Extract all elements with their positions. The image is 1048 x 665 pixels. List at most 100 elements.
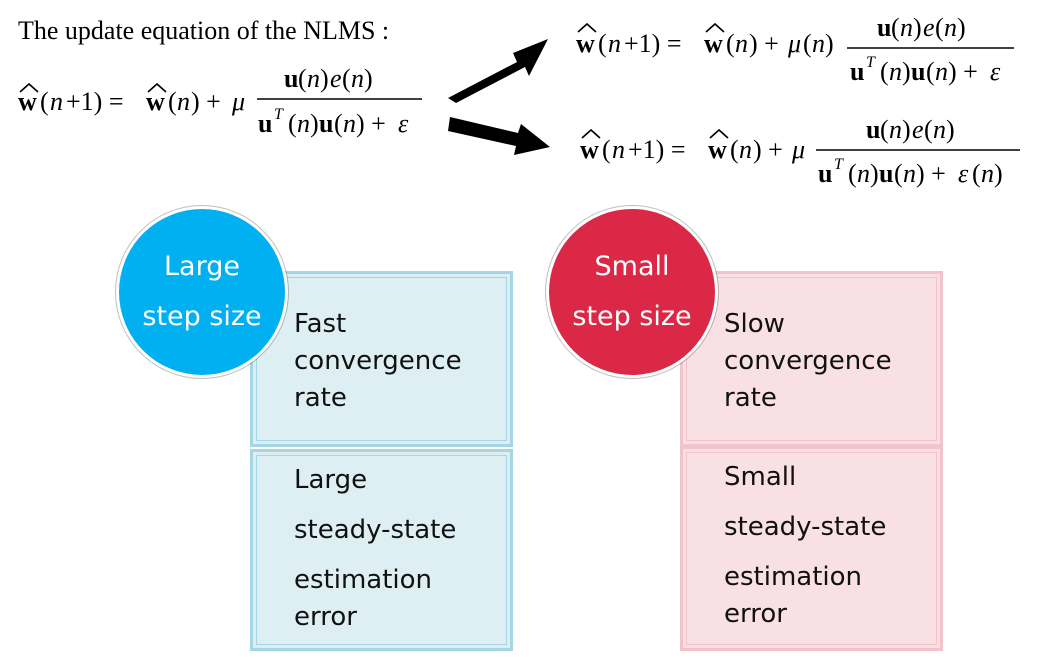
svg-text:u: u: [877, 13, 891, 42]
svg-text:(: (: [880, 57, 889, 86]
svg-text:(: (: [342, 64, 351, 93]
svg-text:(: (: [168, 87, 177, 116]
svg-text:u: u: [319, 109, 333, 138]
svg-text:) +: ) +: [753, 135, 783, 164]
svg-text:(: (: [598, 29, 607, 58]
svg-text:w: w: [576, 29, 595, 58]
svg-text:w: w: [18, 87, 37, 116]
svg-text:) +: ) +: [749, 29, 779, 58]
svg-text:u: u: [879, 159, 893, 188]
svg-text:): ): [870, 159, 879, 188]
svg-text:n: n: [903, 159, 916, 188]
svg-text:μ: μ: [791, 135, 805, 164]
svg-text:(: (: [924, 115, 933, 144]
small-convergence-text: Slow convergence rate: [724, 309, 892, 413]
svg-text:n: n: [351, 64, 364, 93]
svg-text:n: n: [177, 87, 190, 116]
large-convergence-text: Fast convergence rate: [294, 309, 462, 413]
svg-text:μ: μ: [231, 87, 245, 116]
svg-text:): ): [946, 115, 955, 144]
equation-bottom: w (n +1) = w (n) + μ u (n) e(n) u T (n) …: [580, 115, 1020, 188]
svg-text:T: T: [274, 106, 284, 123]
svg-text:(: (: [803, 29, 812, 58]
svg-text:): ): [902, 57, 911, 86]
svg-text:T: T: [866, 54, 876, 71]
small-error-text: Small steady-state estimation error: [724, 462, 887, 629]
svg-text:(: (: [972, 159, 981, 188]
svg-text:n: n: [812, 29, 825, 58]
svg-text:ε: ε: [958, 159, 969, 188]
svg-text:) +: ) +: [948, 57, 978, 86]
svg-text:): ): [825, 29, 834, 58]
svg-text:(: (: [891, 13, 900, 42]
svg-text:n: n: [889, 115, 902, 144]
svg-text:): ): [957, 13, 966, 42]
small-step-size-circle: Small step size: [546, 206, 718, 378]
svg-text:): ): [994, 159, 1003, 188]
svg-text:n: n: [612, 135, 625, 164]
equation-top: w (n +1) = w (n) + μ(n) u (n) e(n) u T (…: [576, 13, 1014, 86]
svg-text:): ): [320, 64, 329, 93]
svg-text:e: e: [330, 64, 342, 93]
svg-text:n: n: [981, 159, 994, 188]
svg-text:n: n: [944, 13, 957, 42]
svg-text:n: n: [935, 57, 948, 86]
svg-text:(: (: [880, 115, 889, 144]
svg-text:(: (: [40, 87, 49, 116]
svg-text:n: n: [857, 159, 870, 188]
svg-text:u: u: [911, 57, 925, 86]
svg-text:ε: ε: [398, 109, 409, 138]
svg-text:w: w: [580, 135, 599, 164]
svg-text:u: u: [284, 64, 298, 93]
svg-text:(: (: [926, 57, 935, 86]
svg-text:w: w: [704, 29, 723, 58]
svg-text:+1) =: +1) =: [66, 87, 123, 116]
svg-text:e: e: [912, 115, 924, 144]
svg-text:μ: μ: [787, 29, 801, 58]
svg-text:) +: ) +: [356, 109, 386, 138]
large-step-size-circle: Large step size: [116, 206, 288, 378]
svg-text:) +: ) +: [916, 159, 946, 188]
svg-text:): ): [364, 64, 373, 93]
svg-text:): ): [913, 13, 922, 42]
svg-text:): ): [310, 109, 319, 138]
svg-text:(: (: [726, 29, 735, 58]
svg-text:(: (: [730, 135, 739, 164]
svg-text:n: n: [50, 87, 63, 116]
svg-text:u: u: [258, 109, 272, 138]
svg-text:n: n: [343, 109, 356, 138]
svg-text:) +: ) +: [191, 87, 221, 116]
svg-text:e: e: [923, 13, 935, 42]
arrow-up-icon: [448, 39, 548, 103]
large-convergence-box: [250, 271, 513, 447]
svg-text:+1) =: +1) =: [624, 29, 681, 58]
svg-text:n: n: [297, 109, 310, 138]
svg-text:(: (: [848, 159, 857, 188]
svg-text:n: n: [739, 135, 752, 164]
small-convergence-box: [680, 271, 943, 447]
svg-text:n: n: [307, 64, 320, 93]
svg-text:n: n: [900, 13, 913, 42]
svg-text:): ): [902, 115, 911, 144]
svg-text:u: u: [850, 57, 864, 86]
svg-text:ε: ε: [990, 57, 1001, 86]
svg-text:n: n: [735, 29, 748, 58]
svg-text:u: u: [866, 115, 880, 144]
svg-text:n: n: [889, 57, 902, 86]
svg-text:(: (: [602, 135, 611, 164]
svg-text:u: u: [818, 159, 832, 188]
svg-text:(: (: [894, 159, 903, 188]
svg-text:w: w: [146, 87, 165, 116]
intro-text: The update equation of the NLMS :: [18, 16, 390, 45]
svg-text:(: (: [935, 13, 944, 42]
svg-text:T: T: [834, 156, 844, 173]
small-error-box: [680, 446, 943, 651]
svg-text:(: (: [298, 64, 307, 93]
large-error-box: [250, 449, 513, 651]
svg-text:n: n: [608, 29, 621, 58]
svg-text:n: n: [933, 115, 946, 144]
svg-text:(: (: [334, 109, 343, 138]
svg-text:+1) =: +1) =: [628, 135, 685, 164]
svg-text:(: (: [288, 109, 297, 138]
arrow-down-icon: [448, 117, 550, 155]
